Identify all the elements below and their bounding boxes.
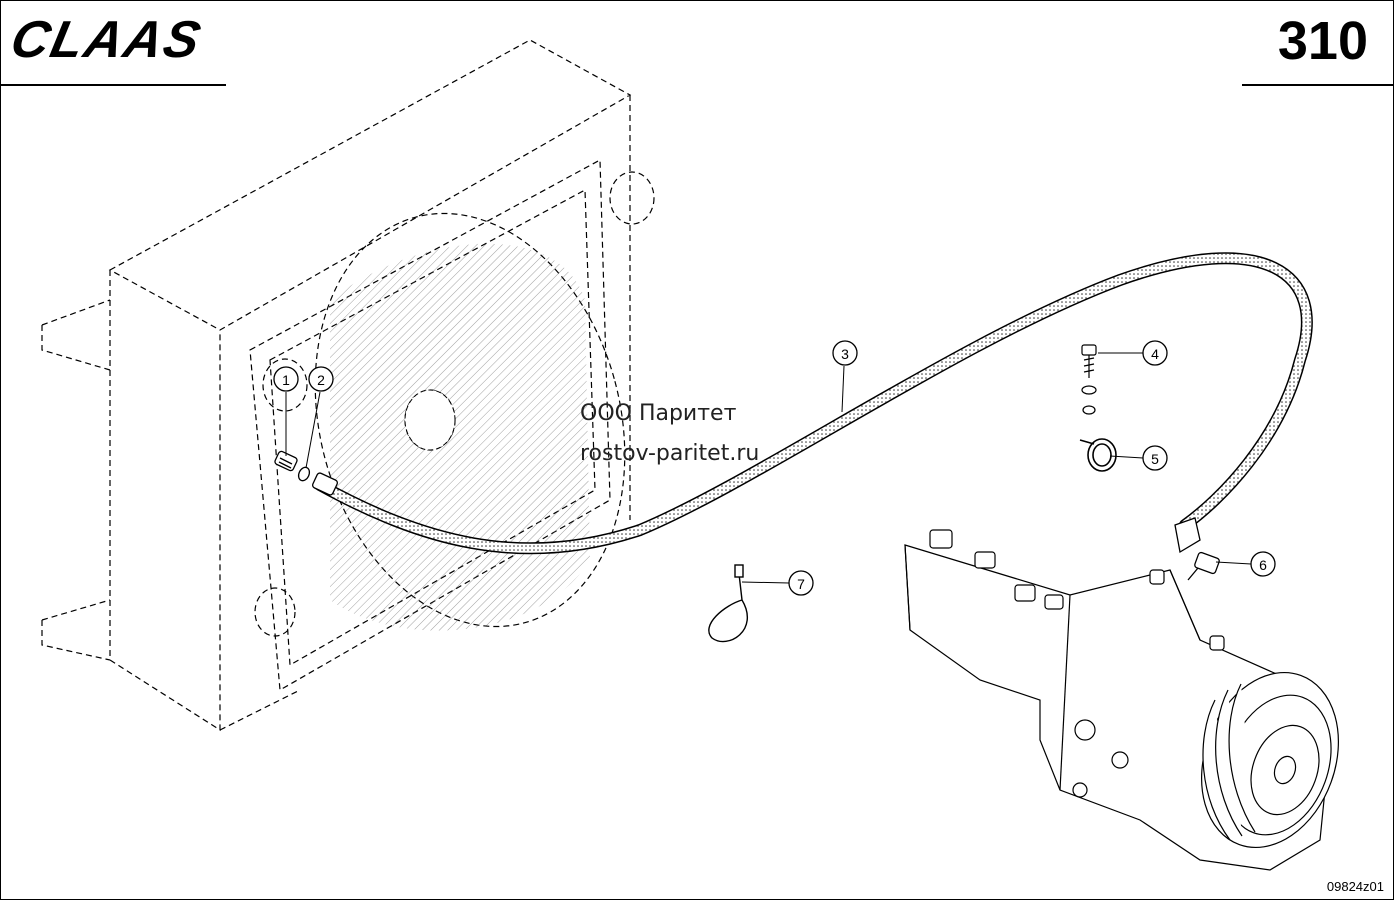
hose-part-3 (311, 252, 1313, 555)
watermark-company: ООО Паритет (580, 401, 737, 426)
bolt-part-4 (1081, 344, 1097, 415)
callout-5: 5 (1142, 445, 1168, 471)
page-number-underline (1242, 84, 1394, 86)
svg-text:4: 4 (1151, 346, 1159, 362)
elbow-fitting-part-6 (1187, 551, 1220, 581)
cable-tie-part-7 (708, 564, 749, 643)
callout-1: 1 (273, 366, 299, 392)
clamp-part-5 (1079, 438, 1117, 472)
watermark-site: rostov-paritet.ru (580, 441, 760, 466)
page-number: 310 (1277, 11, 1368, 71)
callout-3: 3 (832, 340, 858, 366)
radiator-outline (41, 39, 655, 732)
svg-text:1: 1 (282, 372, 290, 388)
brand-underline (0, 84, 226, 86)
drawing-code: 09824z01 (1326, 879, 1384, 894)
svg-text:7: 7 (797, 576, 805, 592)
o-ring-part-2 (297, 466, 311, 482)
svg-text:3: 3 (841, 346, 849, 362)
svg-text:5: 5 (1151, 451, 1159, 467)
callout-7: 7 (788, 570, 814, 596)
fan-shroud (330, 243, 590, 631)
callout-2: 2 (308, 366, 334, 392)
callout-4: 4 (1142, 340, 1168, 366)
leader-lines (285, 352, 1252, 584)
svg-text:2: 2 (317, 372, 325, 388)
compressor-assembly (904, 529, 1339, 871)
svg-text:6: 6 (1259, 557, 1267, 573)
callout-6: 6 (1250, 551, 1276, 577)
fitting-part-1 (274, 450, 298, 472)
